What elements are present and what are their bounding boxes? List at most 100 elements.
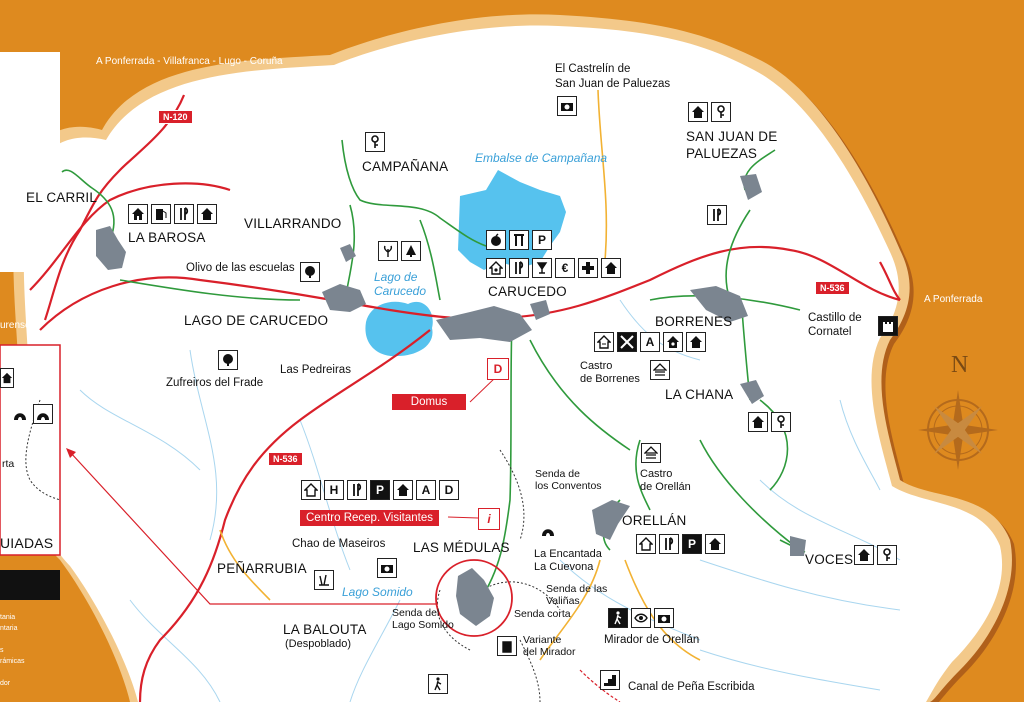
camera-icon[interactable] <box>557 96 577 116</box>
hiking-icon[interactable] <box>608 608 628 628</box>
key-icon[interactable] <box>877 545 897 565</box>
key-icon[interactable] <box>771 412 791 432</box>
house-icon[interactable] <box>393 480 413 500</box>
house-icon[interactable] <box>748 412 768 432</box>
domus-icon[interactable]: D <box>487 358 509 380</box>
house-icon[interactable] <box>686 332 706 352</box>
place-chao: Chao de Maseiros <box>292 538 386 550</box>
road-badge-n536-east: N-536 <box>815 281 850 295</box>
pharmacy-icon[interactable] <box>578 258 598 278</box>
reed-icon[interactable] <box>314 570 334 590</box>
tree-icon[interactable] <box>300 262 320 282</box>
icons-campanana <box>365 132 385 152</box>
icons-centro: i <box>478 508 500 530</box>
bar-icon[interactable] <box>532 258 552 278</box>
icons-mirador-orellan <box>608 608 674 628</box>
trail-variante: Variante del Mirador <box>523 634 576 658</box>
pine-tree-icon[interactable] <box>401 241 421 261</box>
label-lago-carucedo: Lago de Carucedo <box>374 270 427 298</box>
icons-chao <box>377 558 397 578</box>
cave-icon[interactable] <box>33 404 53 424</box>
direction-east: A Ponferrada <box>924 294 983 305</box>
plant-icon[interactable] <box>378 241 398 261</box>
campsite-icon[interactable] <box>617 332 637 352</box>
icons-borrenes: A <box>594 332 706 352</box>
domus-label[interactable]: Domus <box>392 394 466 410</box>
info-house-icon[interactable] <box>663 332 683 352</box>
castro-icon[interactable] <box>641 443 661 463</box>
cave-icon[interactable] <box>538 520 558 540</box>
restaurant-icon[interactable] <box>707 205 727 225</box>
rural-house-icon[interactable] <box>594 332 614 352</box>
key-icon[interactable] <box>365 132 385 152</box>
restaurant-icon[interactable] <box>174 204 194 224</box>
restaurant-icon[interactable] <box>509 258 529 278</box>
icons-zufreiros <box>218 350 238 370</box>
icons-left-panel-2 <box>10 404 53 424</box>
castro-icon[interactable] <box>650 360 670 380</box>
albergue-icon[interactable]: A <box>416 480 436 500</box>
legend-panel-dark <box>0 570 60 600</box>
house-icon[interactable] <box>0 368 14 388</box>
corta-fragment: rta <box>2 458 15 470</box>
icons-domus: D <box>487 358 509 380</box>
viewpoint-icon[interactable] <box>631 608 651 628</box>
leader-arrowhead <box>66 448 76 458</box>
albergue-icon[interactable]: A <box>640 332 660 352</box>
leader-domus <box>469 375 498 403</box>
place-lago-de-carucedo: LAGO DE CARUCEDO <box>184 313 329 328</box>
place-voces: VOCES <box>805 552 854 567</box>
place-castro-orellan: Castro de Orellán <box>640 468 691 493</box>
domus-icon[interactable]: D <box>439 480 459 500</box>
rural-house-icon[interactable] <box>636 534 656 554</box>
hiking-icon[interactable] <box>428 674 448 694</box>
parking-icon[interactable]: P <box>370 480 390 500</box>
legend-panel-top <box>0 52 60 272</box>
tree-icon[interactable] <box>218 350 238 370</box>
icons-orellan: P <box>636 534 725 554</box>
parking-icon[interactable]: P <box>532 230 552 250</box>
icons-lago-somido <box>314 570 334 590</box>
las-medulas-circle[interactable] <box>435 559 513 637</box>
place-zufreiros: Zufreiros del Frade <box>166 377 264 389</box>
place-la-chana: LA CHANA <box>665 387 734 402</box>
place-villarrando: VILLARRANDO <box>244 216 342 231</box>
camera-icon[interactable] <box>654 608 674 628</box>
info-house-icon[interactable] <box>486 258 506 278</box>
house-icon[interactable] <box>854 545 874 565</box>
road-badge-n120: N-120 <box>158 110 193 124</box>
hotel-icon[interactable]: H <box>324 480 344 500</box>
house-icon[interactable] <box>197 204 217 224</box>
cave-icon[interactable] <box>10 404 30 424</box>
icons-castrelin <box>557 96 577 116</box>
label-embalse: Embalse de Campañana <box>475 151 608 165</box>
fuel-icon[interactable] <box>151 204 171 224</box>
house-icon[interactable] <box>128 204 148 224</box>
centro-recepcion-label[interactable]: Centro Recep. Visitantes <box>300 510 439 526</box>
rural-house-icon[interactable] <box>301 480 321 500</box>
parking-icon[interactable]: P <box>682 534 702 554</box>
restaurant-icon[interactable] <box>347 480 367 500</box>
tools-icon[interactable] <box>509 230 529 250</box>
leader-centro <box>447 516 479 519</box>
castle-icon[interactable] <box>878 316 898 336</box>
euro-icon[interactable]: € <box>555 258 575 278</box>
house-icon[interactable] <box>601 258 621 278</box>
house-icon[interactable] <box>705 534 725 554</box>
place-el-carril: EL CARRIL <box>26 190 98 205</box>
icons-castro-borrenes <box>650 360 670 380</box>
house-icon[interactable] <box>688 102 708 122</box>
camera-icon[interactable] <box>377 558 397 578</box>
place-orellan: ORELLÁN <box>622 513 687 528</box>
restaurant-icon[interactable] <box>659 534 679 554</box>
viewpoint-tower-icon[interactable] <box>497 636 517 656</box>
trail-corta: Senda corta <box>514 608 571 620</box>
key-icon[interactable] <box>711 102 731 122</box>
bbq-icon[interactable] <box>486 230 506 250</box>
place-la-barosa: LA BAROSA <box>128 230 206 245</box>
legend-lines-fragment: tania ntaria s rámicas dor <box>0 614 25 687</box>
icons-left-panel <box>0 368 14 388</box>
stairs-icon[interactable] <box>600 670 620 690</box>
info-icon[interactable]: i <box>478 508 500 530</box>
